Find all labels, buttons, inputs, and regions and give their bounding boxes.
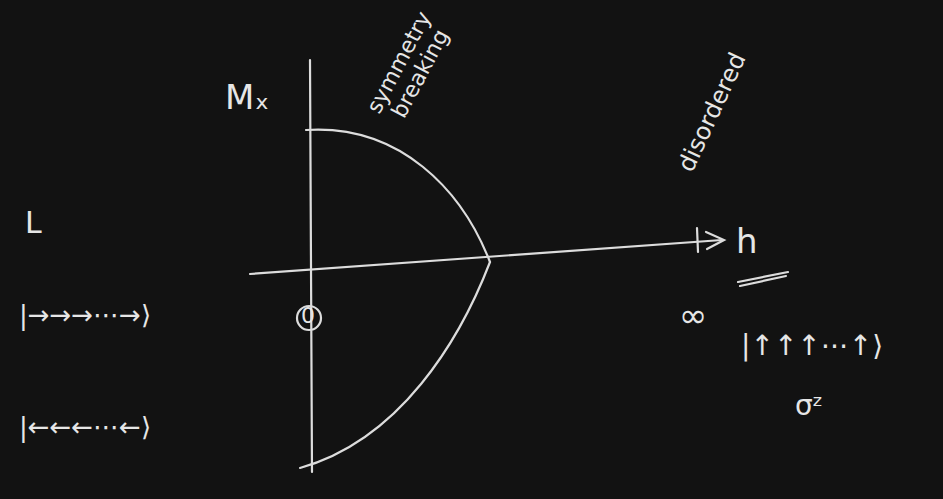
region-label: disordered (666, 35, 758, 188)
axis-label: Mₓ (222, 78, 272, 117)
chalk-scribble (738, 272, 788, 286)
axis-tick (697, 228, 698, 252)
horizontal-axis (250, 240, 722, 274)
order-parameter-upper (306, 130, 490, 262)
state-ket: |→→→⋯→⟩ (16, 300, 154, 331)
origin-label: 0 (301, 304, 315, 328)
axis-label: h (733, 222, 761, 261)
infinity-label: ∞ (676, 296, 710, 335)
operator-label: σᶻ (792, 390, 826, 423)
state-ket: |↑↑↑⋯↑⟩ (738, 330, 886, 363)
region-label: symmetry breaking (358, 1, 462, 136)
vertical-axis (310, 60, 312, 472)
state-ket: |←←←⋯←⟩ (16, 412, 154, 443)
side-label: L (22, 205, 45, 240)
axis-arrowhead (706, 232, 724, 249)
order-parameter-lower (300, 262, 490, 468)
